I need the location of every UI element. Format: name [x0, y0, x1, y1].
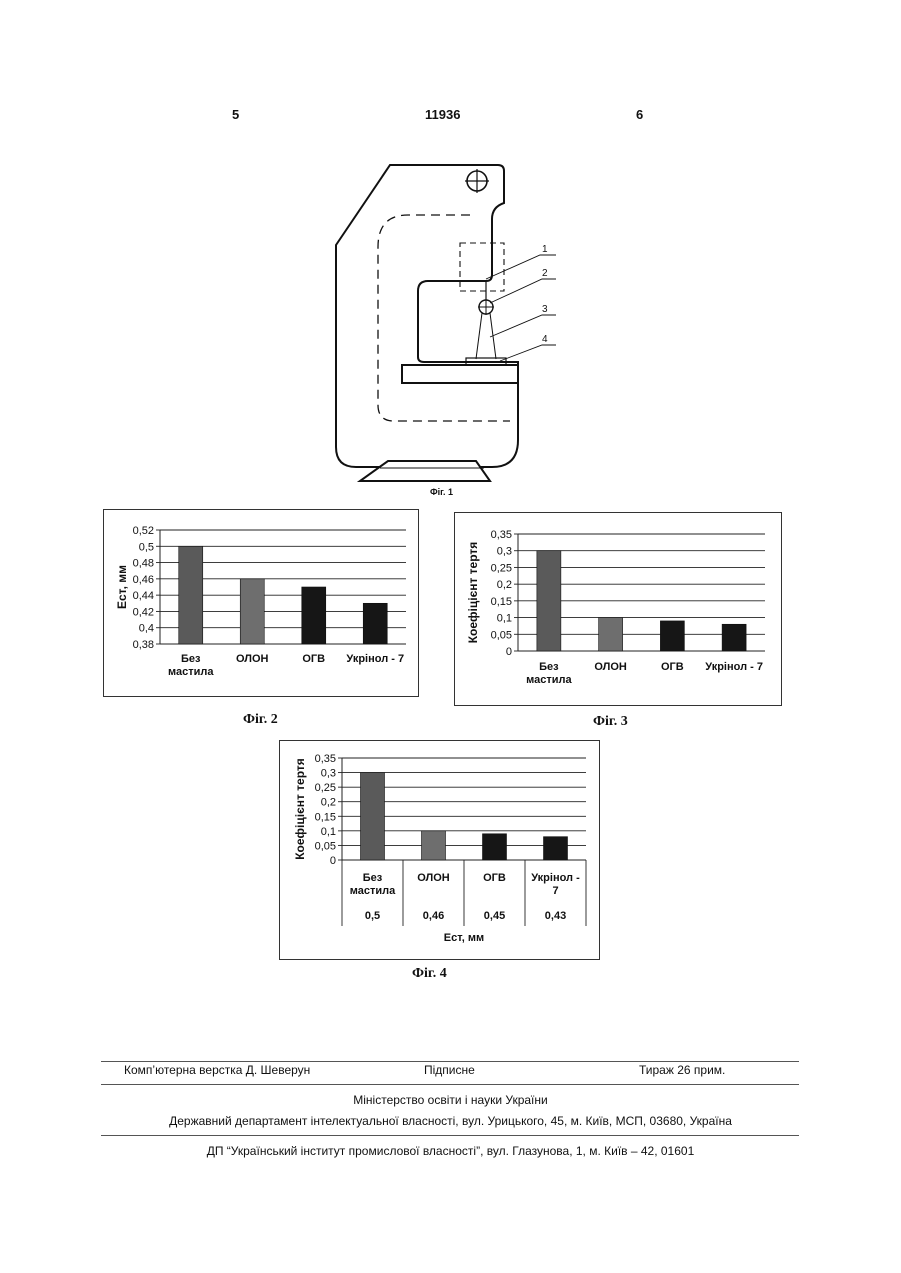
fig4-category-label: мастила	[350, 885, 396, 897]
fig3-bar-2	[599, 618, 623, 651]
fig3-ytick-label: 0,3	[497, 546, 512, 558]
fig3-ytick-label: 0,1	[497, 613, 512, 625]
fig2-category-label: ОГВ	[302, 653, 325, 665]
fig3-chart-svg: 0,35 0,3 0,25 0,2 0,15 0,1 0,05 0Безмастила ОЛОН…	[455, 513, 781, 705]
fig2-chart: 0,52 0,5 0,48 0,46 0,44 0,42 0,4 0,38Безмастила…	[103, 509, 419, 697]
fig4-bar-4	[544, 837, 568, 860]
fig2-category-label: Без	[181, 653, 201, 665]
fig4-table-value: 0,45	[484, 910, 505, 922]
fig4-ytick-label: 0	[330, 855, 336, 867]
page-number-right: 6	[636, 107, 643, 122]
footer-rule-bottom	[101, 1135, 799, 1136]
fig4-category-label: Без	[363, 872, 383, 884]
fig4-caption: Фіг. 4	[412, 966, 447, 982]
fig3-ytick-label: 0	[506, 646, 512, 658]
fig4-bar-1	[361, 773, 385, 860]
fig3-category-label: Укрінол - 7	[705, 661, 763, 673]
footer-rule-middle	[101, 1084, 799, 1085]
fig2-ytick-label: 0,4	[139, 623, 154, 635]
fig4-bar-2	[422, 831, 446, 860]
fig3-bar-1	[537, 551, 561, 651]
anvil-table	[402, 365, 518, 383]
fig2-bar-3	[302, 587, 326, 644]
fig4-chart: 0,35 0,3 0,25 0,2 0,15 0,1 0,05 0Безмастила 0,5 О…	[279, 740, 600, 960]
fig4-bar-3	[483, 834, 507, 860]
fig3-ylabel: Коефіцієнт тертя	[466, 542, 480, 644]
footer-typesetting: Комп’ютерна верстка Д. Шеверун	[124, 1063, 310, 1077]
fig3-bar-4	[722, 624, 746, 651]
callout-4: 4	[542, 334, 548, 345]
footer-circulation: Тираж 26 прим.	[639, 1063, 725, 1077]
fig1-caption: Фіг. 1	[430, 487, 453, 497]
fig2-bar-4	[363, 603, 387, 644]
fig3-ytick-label: 0,2	[497, 579, 512, 591]
fig4-category-label: ОЛОН	[417, 872, 450, 884]
fig2-caption: Фіг. 2	[243, 712, 278, 728]
footer-rule-top	[101, 1061, 799, 1062]
fig3-category-label: Без	[539, 661, 559, 673]
fig3-ytick-label: 0,25	[491, 562, 512, 574]
fig3-category-label: мастила	[526, 674, 572, 686]
fig4-table-value: 0,43	[545, 910, 566, 922]
fig3-ytick-label: 0,15	[491, 596, 512, 608]
patent-number: 11936	[425, 107, 460, 122]
fig3-ytick-label: 0,05	[491, 629, 512, 641]
press-base	[360, 461, 490, 481]
fig4-table-value: 0,5	[365, 910, 380, 922]
fig2-category-label: ОЛОН	[236, 653, 269, 665]
fig2-category-label: Укрінол - 7	[346, 653, 404, 665]
fig4-ytick-label: 0,2	[321, 797, 336, 809]
fig2-ylabel: Ест, мм	[115, 565, 129, 609]
fig2-chart-svg: 0,52 0,5 0,48 0,46 0,44 0,42 0,4 0,38Безмастила…	[104, 510, 418, 696]
fig2-ytick-label: 0,46	[133, 574, 154, 586]
fig4-ytick-label: 0,3	[321, 768, 336, 780]
callout-3: 3	[542, 304, 548, 315]
fig3-bar-3	[660, 621, 684, 651]
fig4-ytick-label: 0,25	[315, 782, 336, 794]
callout-1: 1	[542, 244, 548, 255]
fig2-ytick-label: 0,44	[133, 590, 154, 602]
footer-department: Державний департамент інтелектуальної вл…	[0, 1114, 901, 1128]
fig4-category-label: 7	[552, 885, 558, 897]
fig2-bar-1	[179, 546, 203, 644]
fig2-ytick-label: 0,48	[133, 558, 154, 570]
fig4-category-label: ОГВ	[483, 872, 506, 884]
detail-box	[460, 243, 504, 291]
fig4-chart-svg: 0,35 0,3 0,25 0,2 0,15 0,1 0,05 0Безмастила 0,5 О…	[280, 741, 599, 959]
fig1-press-diagram: 1 2 3 4	[320, 155, 580, 490]
fig2-category-label: мастила	[168, 666, 214, 678]
callout-2: 2	[542, 268, 548, 279]
fig3-category-label: ОЛОН	[594, 661, 627, 673]
fig4-ytick-label: 0,15	[315, 811, 336, 823]
fig3-caption: Фіг. 3	[593, 714, 628, 730]
fig4-ytick-label: 0,35	[315, 753, 336, 765]
fig4-ytick-label: 0,05	[315, 840, 336, 852]
fig2-ytick-label: 0,38	[133, 639, 154, 651]
fig3-category-label: ОГВ	[661, 661, 684, 673]
fig4-xlabel: Ест, мм	[444, 932, 484, 944]
fig4-ylabel: Коефіцієнт тертя	[293, 758, 307, 860]
fig4-ytick-label: 0,1	[321, 826, 336, 838]
fig4-table-value: 0,46	[423, 910, 444, 922]
fig4-category-label: Укрінол -	[531, 872, 580, 884]
fig3-ytick-label: 0,35	[491, 529, 512, 541]
fig3-chart: 0,35 0,3 0,25 0,2 0,15 0,1 0,05 0Безмастила ОЛОН…	[454, 512, 782, 706]
footer-ministry: Міністерство освіти і науки України	[0, 1093, 901, 1107]
page-number-left: 5	[232, 107, 239, 122]
footer-institute: ДП “Український інститут промислової вла…	[0, 1144, 901, 1158]
fig2-ytick-label: 0,42	[133, 606, 154, 618]
fig2-ytick-label: 0,52	[133, 525, 154, 537]
fig2-ytick-label: 0,5	[139, 541, 154, 553]
fig2-bar-2	[240, 579, 264, 644]
footer-signed: Підписне	[424, 1063, 475, 1077]
